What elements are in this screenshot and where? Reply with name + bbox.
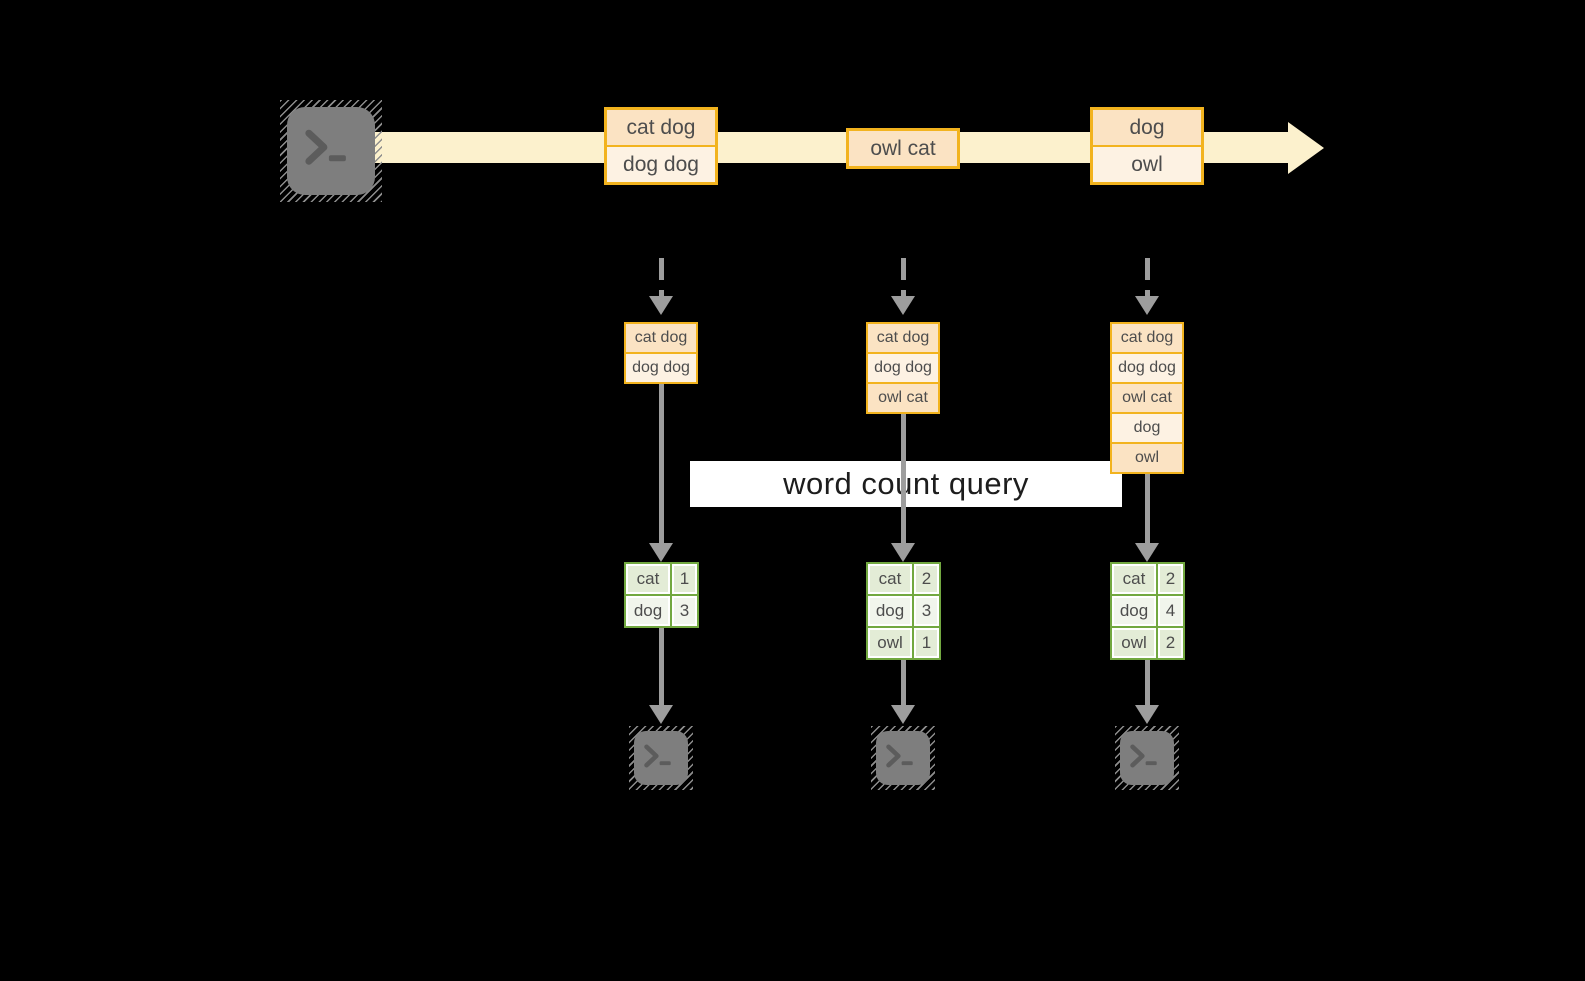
terminal-prompt-icon — [305, 129, 346, 165]
buffer-line: cat dog — [1112, 324, 1182, 352]
table-row: owl 2 — [1112, 628, 1183, 658]
buffer-line: owl cat — [1112, 382, 1182, 412]
count-cell: 2 — [1158, 564, 1183, 594]
table-row: cat 2 — [868, 564, 939, 594]
dashed-ingest-arrow — [891, 258, 915, 315]
dashed-ingest-arrow — [1135, 258, 1159, 315]
query-arrow — [649, 384, 673, 562]
stream-event-batch: cat dog dog dog — [604, 107, 718, 185]
word-cell: dog — [1112, 596, 1156, 626]
event-line: dog — [1093, 110, 1201, 145]
word-count-table: cat 1 dog 3 — [624, 562, 699, 628]
source-terminal-icon — [280, 100, 382, 202]
word-cell: dog — [868, 596, 912, 626]
worker-buffer-box: cat dog dog dog owl cat dog owl — [1110, 322, 1184, 474]
query-arrow — [1135, 474, 1159, 562]
buffer-line: cat dog — [868, 324, 938, 352]
count-cell: 2 — [914, 564, 939, 594]
event-stream-arrowhead-icon — [1288, 122, 1324, 174]
word-count-table: cat 2 dog 3 owl 1 — [866, 562, 941, 660]
event-line: cat dog — [607, 110, 715, 145]
word-cell: owl — [868, 628, 912, 658]
output-arrow — [649, 628, 673, 724]
query-banner: word count query — [690, 461, 1122, 507]
event-line: owl — [1093, 145, 1201, 182]
terminal-body — [287, 107, 375, 195]
event-line: owl cat — [849, 131, 957, 166]
output-terminal-icon — [871, 726, 935, 790]
count-cell: 2 — [1158, 628, 1183, 658]
terminal-prompt-icon — [644, 744, 671, 767]
table-row: cat 1 — [626, 564, 697, 594]
buffer-line: dog dog — [868, 352, 938, 382]
table-row: cat 2 — [1112, 564, 1183, 594]
stream-event-batch: dog owl — [1090, 107, 1204, 185]
buffer-line: owl cat — [868, 382, 938, 412]
buffer-line: dog dog — [1112, 352, 1182, 382]
word-cell: owl — [1112, 628, 1156, 658]
stream-event-batch: owl cat — [846, 128, 960, 169]
buffer-line: dog dog — [626, 352, 696, 382]
count-cell: 3 — [672, 596, 697, 626]
count-cell: 1 — [672, 564, 697, 594]
query-label: word count query — [783, 466, 1029, 501]
terminal-body — [634, 731, 688, 785]
word-cell: cat — [1112, 564, 1156, 594]
terminal-body — [1120, 731, 1174, 785]
count-cell: 3 — [914, 596, 939, 626]
word-cell: dog — [626, 596, 670, 626]
terminal-body — [876, 731, 930, 785]
table-row: dog 3 — [626, 596, 697, 626]
buffer-line: cat dog — [626, 324, 696, 352]
worker-buffer-box: cat dog dog dog owl cat — [866, 322, 940, 414]
output-arrow — [891, 660, 915, 724]
table-row: owl 1 — [868, 628, 939, 658]
worker-buffer-box: cat dog dog dog — [624, 322, 698, 384]
event-line: dog dog — [607, 145, 715, 182]
query-arrow — [891, 414, 915, 562]
count-cell: 4 — [1158, 596, 1183, 626]
buffer-line: dog — [1112, 412, 1182, 442]
buffer-line: owl — [1112, 442, 1182, 472]
terminal-prompt-icon — [1130, 744, 1157, 767]
word-count-table: cat 2 dog 4 owl 2 — [1110, 562, 1185, 660]
dashed-ingest-arrow — [649, 258, 673, 315]
word-cell: cat — [626, 564, 670, 594]
output-terminal-icon — [629, 726, 693, 790]
count-cell: 1 — [914, 628, 939, 658]
output-terminal-icon — [1115, 726, 1179, 790]
output-arrow — [1135, 660, 1159, 724]
word-cell: cat — [868, 564, 912, 594]
table-row: dog 3 — [868, 596, 939, 626]
table-row: dog 4 — [1112, 596, 1183, 626]
terminal-prompt-icon — [886, 744, 913, 767]
